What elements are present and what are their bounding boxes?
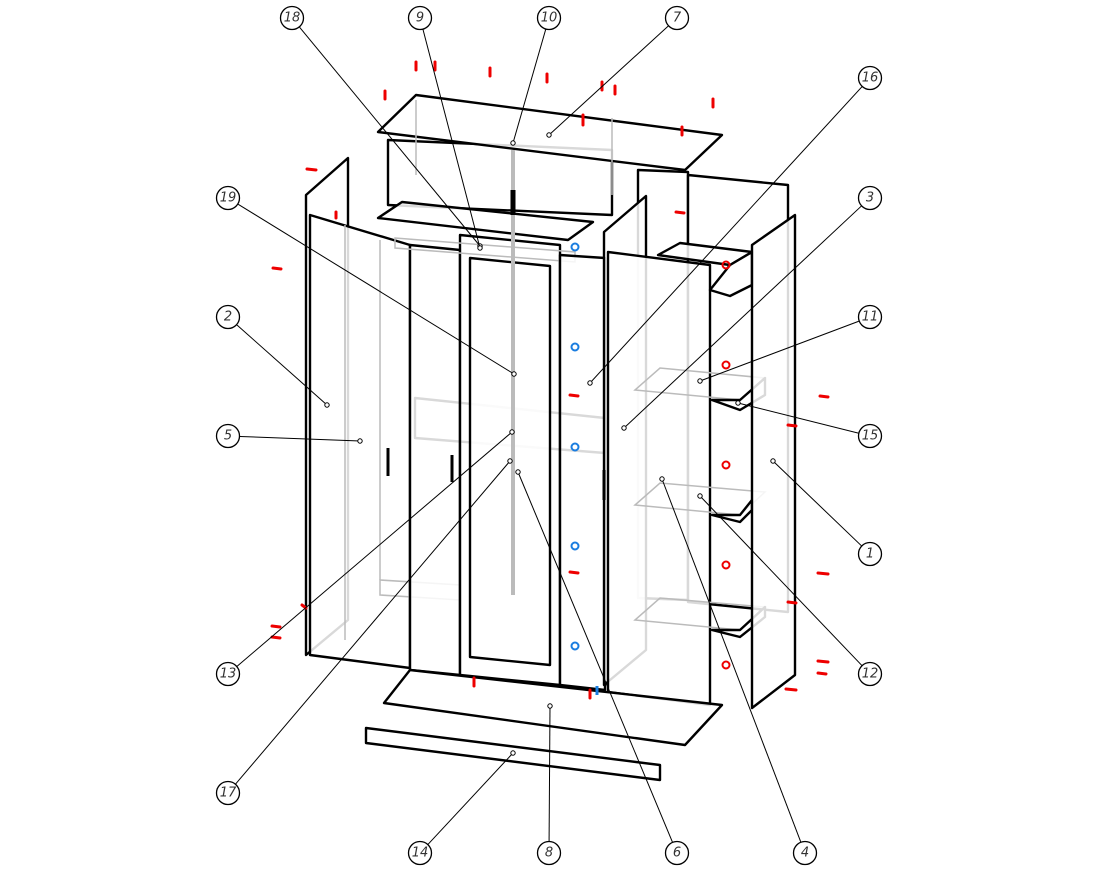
callout-number: 14 [412, 846, 429, 861]
leader-dot [546, 132, 552, 138]
callout-15: 15 [735, 400, 883, 449]
callout-bubble [215, 304, 241, 330]
callout-number: 11 [862, 310, 879, 325]
callout-bubble [215, 185, 241, 211]
callout-number: 3 [866, 191, 874, 206]
callout-bubble [792, 840, 818, 866]
leader-line [699, 495, 863, 666]
callout-bubble [664, 840, 690, 866]
callout-number: 15 [862, 429, 879, 444]
callout-bubble [857, 541, 883, 567]
callout-19: 19 [215, 185, 517, 377]
callout-number: 1 [866, 547, 874, 562]
leader-dot [357, 438, 363, 444]
callout-11: 11 [697, 304, 883, 384]
callout-number: 4 [801, 846, 809, 861]
leader-line [239, 435, 361, 442]
leader-dot [510, 750, 516, 756]
callout-bubble [857, 661, 883, 687]
callout-7: 7 [546, 5, 690, 138]
callout-bubble [279, 5, 305, 31]
leader-line [427, 752, 514, 845]
leader-line [236, 324, 328, 406]
right-door [602, 250, 712, 707]
callout-10: 10 [510, 5, 562, 146]
callout-bubble [536, 5, 562, 31]
leader-line [699, 320, 859, 382]
callout-bubble [857, 423, 883, 449]
callout-bubble [407, 5, 433, 31]
callout-number: 13 [220, 667, 237, 682]
callout-1: 1 [770, 458, 883, 567]
leader-line [772, 460, 862, 547]
leader-dot [697, 378, 703, 384]
callout-9: 9 [407, 5, 483, 251]
callout-bubble [215, 780, 241, 806]
callout-16: 16 [587, 65, 883, 386]
leader-dot [509, 429, 515, 435]
callout-17: 17 [215, 458, 513, 806]
callout-number: 19 [220, 191, 237, 206]
callout-number: 6 [673, 846, 681, 861]
leader-dot [477, 245, 483, 251]
leader-line [737, 402, 859, 434]
leader-line [235, 460, 511, 785]
callout-13: 13 [215, 429, 515, 687]
callout-bubble [857, 65, 883, 91]
callout-3: 3 [621, 185, 883, 431]
callout-bubble [407, 840, 433, 866]
callout-18: 18 [279, 5, 483, 249]
fasteners [270, 60, 830, 700]
callout-number: 10 [541, 11, 558, 26]
leader-line [422, 29, 481, 249]
callout-5: 5 [215, 423, 363, 449]
leader-line [236, 431, 513, 667]
leader-line [237, 203, 515, 375]
leader-dot [697, 493, 703, 499]
leader-dot [324, 402, 330, 408]
callout-number: 16 [862, 71, 879, 86]
callout-bubble [215, 423, 241, 449]
leader-dot [587, 380, 593, 386]
callout-number: 2 [224, 310, 232, 325]
leader-line [661, 478, 802, 842]
callout-bubble [857, 304, 883, 330]
leader-dot [515, 469, 521, 475]
leader-dot [770, 458, 776, 464]
leader-line [623, 205, 862, 429]
callout-8: 8 [536, 703, 562, 866]
left-side-panel [304, 156, 412, 670]
callout-number: 8 [545, 846, 553, 861]
callout-number: 9 [416, 11, 424, 26]
callout-bubble [857, 185, 883, 211]
leader-dot [735, 400, 741, 406]
callout-number: 17 [220, 786, 237, 801]
callout-bubble [536, 840, 562, 866]
leader-dot [547, 703, 553, 709]
callout-number: 7 [673, 11, 682, 26]
leader-line [517, 471, 673, 843]
leader-line [548, 25, 669, 136]
leader-dot [507, 458, 513, 464]
callout-6: 6 [515, 469, 690, 866]
leader-dot [511, 371, 517, 377]
callout-bubble [215, 661, 241, 687]
callout-number: 18 [284, 11, 301, 26]
leader-line [589, 86, 863, 384]
callout-number: 12 [862, 667, 879, 682]
leader-dot [510, 140, 516, 146]
callouts: 18 9 10 7 16 19 3 2 11 5 15 1 13 12 17 14 8 6 4 [215, 5, 883, 866]
callout-2: 2 [215, 304, 330, 408]
callout-bubble [664, 5, 690, 31]
leader-line [512, 29, 547, 144]
leader-dot [659, 476, 665, 482]
callout-number: 5 [224, 429, 232, 444]
callout-14: 14 [407, 750, 516, 866]
callout-4: 4 [659, 476, 818, 866]
callout-12: 12 [697, 493, 883, 687]
leader-line [548, 705, 551, 842]
leader-line [299, 26, 481, 247]
left-door-handle [386, 448, 454, 482]
leader-dot [621, 425, 627, 431]
